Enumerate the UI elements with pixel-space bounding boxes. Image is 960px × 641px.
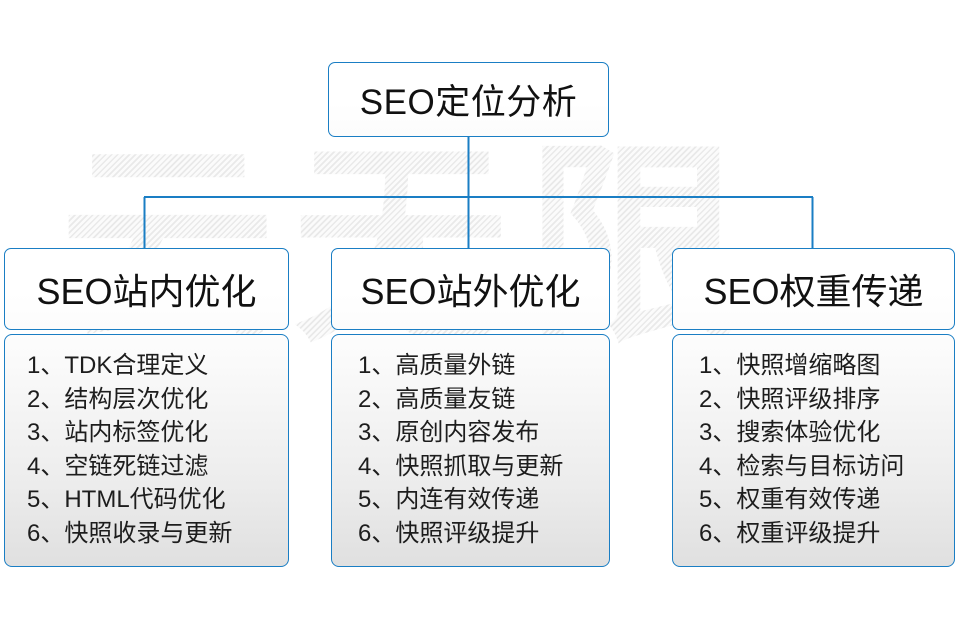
list-item: 2、高质量友链: [358, 385, 516, 413]
list-item: 5、内连有效传递: [358, 486, 540, 513]
list-item: 2、结构层次优化: [27, 385, 209, 413]
list-item: 2、快照评级排序: [699, 385, 881, 413]
list-item: 4、检索与目标访问: [699, 452, 905, 480]
branch-1-title: SEO站内优化: [4, 248, 289, 330]
list-item: 1、快照增缩略图: [699, 352, 881, 379]
list-item: 4、空链死链过滤: [27, 452, 209, 480]
branch-3-title: SEO权重传递: [672, 248, 955, 330]
list-item: 1、TDK合理定义: [27, 352, 209, 379]
list-item: 3、站内标签优化: [27, 419, 209, 446]
branch-3-body: 1、快照增缩略图 2、快照评级排序 3、搜索体验优化 4、检索与目标访问 5、权…: [672, 334, 955, 567]
list-item: 5、权重有效传递: [699, 486, 881, 513]
branch-1-item-list: 1、TDK合理定义 2、结构层次优化 3、站内标签优化 4、空链死链过滤 5、H…: [5, 349, 288, 550]
branch-2-body: 1、高质量外链 2、高质量友链 3、原创内容发布 4、快照抓取与更新 5、内连有…: [331, 334, 610, 567]
branch-2-item-list: 1、高质量外链 2、高质量友链 3、原创内容发布 4、快照抓取与更新 5、内连有…: [332, 349, 609, 550]
list-item: 6、权重评级提升: [699, 519, 881, 547]
branch-1-body: 1、TDK合理定义 2、结构层次优化 3、站内标签优化 4、空链死链过滤 5、H…: [4, 334, 289, 567]
root-node-title: SEO定位分析: [328, 62, 609, 137]
root-node[interactable]: SEO定位分析: [328, 62, 609, 137]
list-item: 3、搜索体验优化: [699, 419, 881, 446]
list-item: 5、HTML代码优化: [27, 486, 226, 513]
branch-3-item-list: 1、快照增缩略图 2、快照评级排序 3、搜索体验优化 4、检索与目标访问 5、权…: [673, 349, 954, 550]
list-item: 4、快照抓取与更新: [358, 452, 564, 480]
list-item: 6、快照收录与更新: [27, 519, 233, 547]
list-item: 6、快照评级提升: [358, 519, 540, 547]
branch-2-title: SEO站外优化: [331, 248, 610, 330]
list-item: 3、原创内容发布: [358, 419, 540, 446]
list-item: 1、高质量外链: [358, 352, 516, 379]
